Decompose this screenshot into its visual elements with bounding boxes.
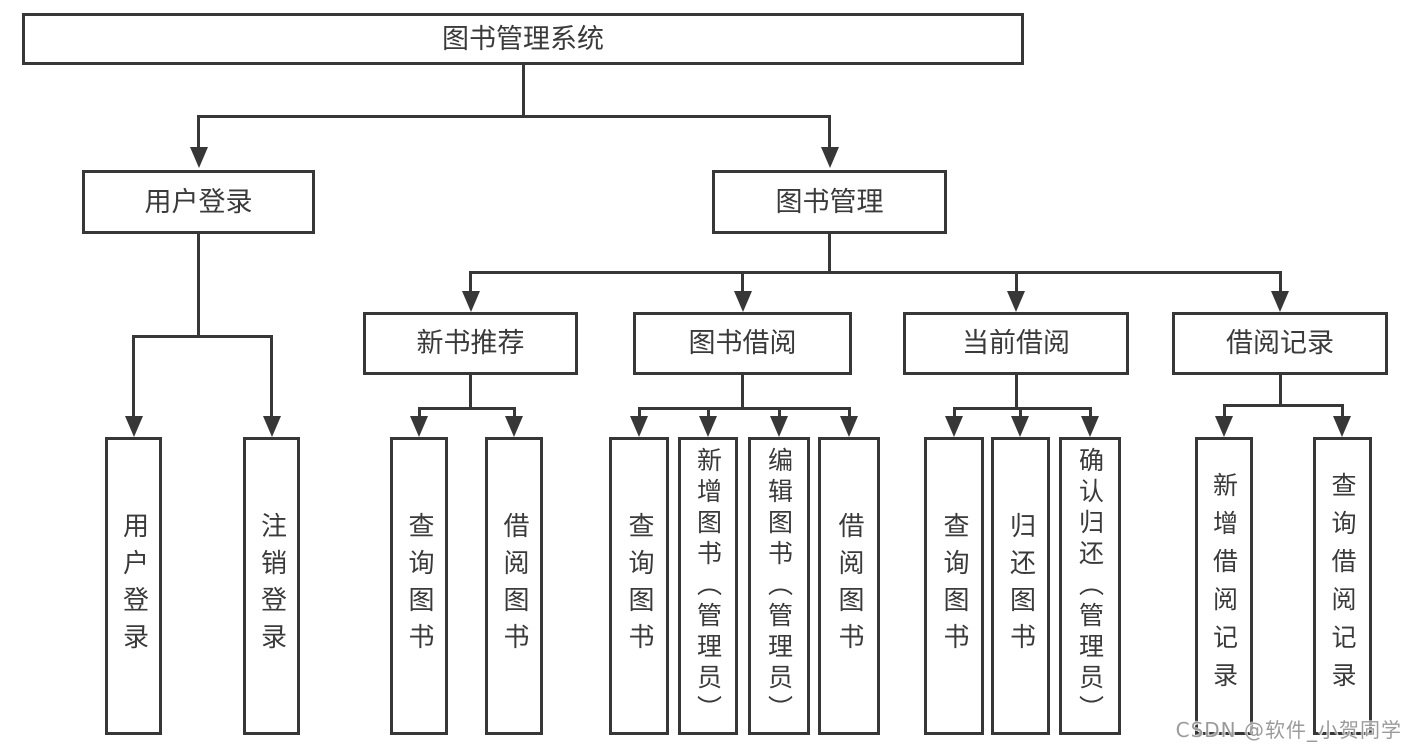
arrow-down-icon xyxy=(410,416,428,437)
leaf-query-books-borrowing: 查询图书 xyxy=(609,437,669,735)
connector-line xyxy=(828,115,831,150)
arrow-down-icon xyxy=(125,416,143,437)
node-label: 新增借阅记录 xyxy=(1209,472,1239,700)
leaf-logout: 注销登录 xyxy=(243,437,300,735)
connector-line xyxy=(197,115,200,150)
connector-line xyxy=(741,373,744,410)
node-label: 查询借阅记录 xyxy=(1328,472,1357,700)
node-label: 用户登录 xyxy=(118,512,149,660)
arrow-down-icon xyxy=(840,416,858,437)
connector-line xyxy=(1341,404,1344,419)
connector-line xyxy=(1089,407,1092,419)
connector-line xyxy=(1223,404,1344,407)
connector-line xyxy=(1279,373,1282,407)
node-label: 借阅图书 xyxy=(499,512,529,660)
leaf-query-books-current: 查询图书 xyxy=(924,437,984,735)
leaf-borrow-books-recommend: 借阅图书 xyxy=(485,437,543,735)
connector-line xyxy=(1223,404,1226,419)
node-label: 借阅记录 xyxy=(1226,328,1334,359)
node-label: 借阅图书 xyxy=(834,512,864,660)
node-label: 新增图书（管理员） xyxy=(693,446,723,726)
node-label: 当前借阅 xyxy=(962,328,1070,359)
connector-line xyxy=(270,335,273,419)
connector-line xyxy=(778,407,781,419)
leaf-query-books-recommend: 查询图书 xyxy=(390,437,448,735)
node-label: 新书推荐 xyxy=(416,328,525,359)
arrow-down-icon xyxy=(1215,416,1233,437)
connector-line xyxy=(197,115,831,118)
node-label: 查询图书 xyxy=(939,512,969,660)
arrow-down-icon xyxy=(505,416,523,437)
node-label: 图书借阅 xyxy=(688,328,797,359)
leaf-confirm-return-admin: 确认归还（管理员） xyxy=(1059,437,1121,735)
node-label: 图书管理系统 xyxy=(442,23,604,55)
arrow-down-icon xyxy=(699,416,717,437)
watermark: CSDN @软件_小贺同学 xyxy=(1175,718,1402,742)
connector-line xyxy=(513,407,516,419)
node-label: 查询图书 xyxy=(624,512,654,660)
node-book-management: 图书管理 xyxy=(712,170,947,234)
connector-line xyxy=(132,335,135,419)
connector-line xyxy=(638,407,851,410)
leaf-edit-book-admin: 编辑图书（管理员） xyxy=(748,437,810,735)
connector-line xyxy=(707,407,710,419)
arrow-down-icon xyxy=(1011,416,1029,437)
connector-line xyxy=(418,407,421,419)
node-library-system: 图书管理系统 xyxy=(22,13,1024,65)
node-new-book-recommend: 新书推荐 xyxy=(363,312,578,375)
connector-line xyxy=(1015,373,1018,410)
leaf-add-book-admin: 新增图书（管理员） xyxy=(678,437,738,735)
leaf-borrow-books: 借阅图书 xyxy=(818,437,880,735)
leaf-query-borrow-record: 查询借阅记录 xyxy=(1313,437,1372,735)
arrow-down-icon xyxy=(1007,291,1025,312)
node-label: 用户登录 xyxy=(144,186,253,218)
connector-line xyxy=(1279,271,1282,295)
arrow-down-icon xyxy=(1081,416,1099,437)
node-label: 编辑图书（管理员） xyxy=(764,446,794,726)
node-label: 图书管理 xyxy=(775,186,884,218)
connector-line xyxy=(522,63,525,117)
leaf-user-login: 用户登录 xyxy=(105,437,162,735)
arrow-down-icon xyxy=(734,291,752,312)
arrow-down-icon xyxy=(821,147,839,168)
leaf-add-borrow-record: 新增借阅记录 xyxy=(1195,437,1253,735)
node-book-borrowing: 图书借阅 xyxy=(633,312,852,375)
connector-line xyxy=(469,271,1282,274)
connector-line xyxy=(741,271,744,295)
node-label: 归还图书 xyxy=(1005,512,1036,660)
connector-line xyxy=(197,232,200,338)
arrow-down-icon xyxy=(1333,416,1351,437)
connector-line xyxy=(638,407,641,419)
connector-line xyxy=(1015,271,1018,295)
leaf-return-books: 归还图书 xyxy=(991,437,1050,735)
connector-line xyxy=(418,407,516,410)
node-user-login: 用户登录 xyxy=(82,170,315,234)
arrow-down-icon xyxy=(190,147,208,168)
node-label: 注销登录 xyxy=(256,512,287,660)
arrow-down-icon xyxy=(770,416,788,437)
connector-line xyxy=(848,407,851,419)
arrow-down-icon xyxy=(462,291,480,312)
node-label: 确认归还（管理员） xyxy=(1075,446,1105,726)
arrow-down-icon xyxy=(630,416,648,437)
node-borrowing-records: 借阅记录 xyxy=(1172,312,1388,375)
node-label: 查询图书 xyxy=(404,512,434,660)
connector-line xyxy=(469,373,472,410)
connector-line xyxy=(953,407,956,419)
node-current-borrowing: 当前借阅 xyxy=(903,312,1129,375)
arrow-down-icon xyxy=(945,416,963,437)
connector-line xyxy=(132,335,273,338)
connector-line xyxy=(828,232,831,274)
connector-line xyxy=(953,407,1092,410)
arrow-down-icon xyxy=(1271,291,1289,312)
connector-line xyxy=(1019,407,1022,419)
arrow-down-icon xyxy=(263,416,281,437)
connector-line xyxy=(469,271,472,295)
